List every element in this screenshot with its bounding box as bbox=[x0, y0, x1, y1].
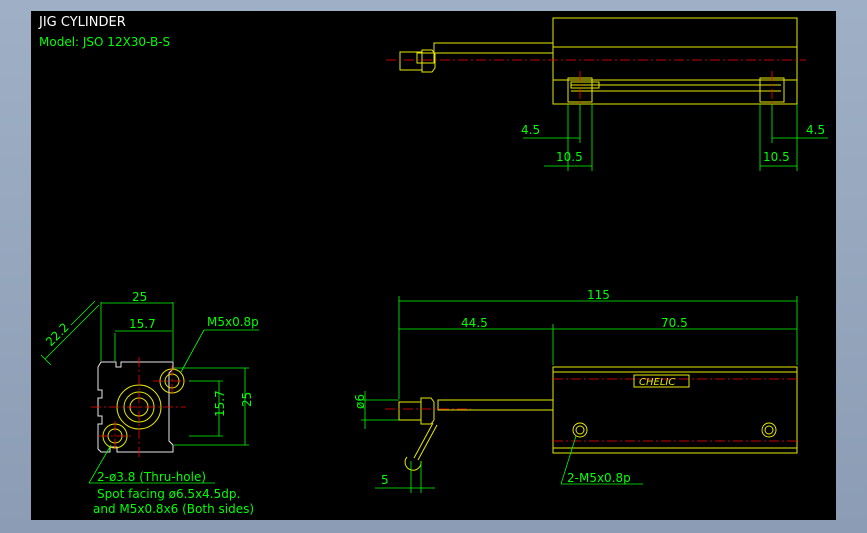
dim-top-left-b: 10.5 bbox=[556, 150, 583, 164]
dim-end-inner: 15.7 bbox=[129, 317, 156, 331]
dim-top-right-b: 10.5 bbox=[763, 150, 790, 164]
front-brand-label: CHELIC bbox=[639, 377, 675, 388]
front-port-left bbox=[572, 422, 588, 438]
dim-front-rod: 44.5 bbox=[461, 316, 488, 330]
model-label: Model: JSO 12X30-B-S bbox=[39, 35, 170, 49]
dim-top-left-a: 4.5 bbox=[521, 123, 540, 137]
end-view: 25 15.7 22.2 15.7 25 M5x0.8p 2-ø3.8 (Thr… bbox=[40, 290, 259, 516]
end-note-line2: Spot facing ø6.5x4.5dp. bbox=[97, 487, 240, 501]
drawing-title: JIG CYLINDER bbox=[38, 15, 126, 30]
dim-top-right-a: 4.5 bbox=[806, 123, 825, 137]
dim-front-small: 5 bbox=[381, 473, 389, 487]
front-view: CHELIC 115 44.5 70.5 ø6 5 2-M5x0.8p bbox=[353, 288, 798, 493]
top-view-body bbox=[552, 17, 798, 105]
top-view: 4.5 10.5 4.5 10.5 bbox=[386, 17, 828, 171]
top-view-rod bbox=[433, 42, 554, 54]
dim-front-body: 70.5 bbox=[661, 316, 688, 330]
front-port-right bbox=[761, 422, 777, 438]
top-view-nut bbox=[421, 49, 436, 73]
cad-drawing: JIG CYLINDER Model: JSO 12X30-B-S 4.5 10… bbox=[38, 15, 828, 516]
dim-end-vert-inner: 15.7 bbox=[213, 390, 227, 417]
end-note-line1: 2-ø3.8 (Thru-hole) bbox=[97, 470, 206, 484]
end-note-line3: and M5x0.8x6 (Both sides) bbox=[93, 502, 254, 516]
front-view-wrench bbox=[413, 422, 434, 459]
front-brand-plate bbox=[633, 374, 690, 388]
dim-front-total: 115 bbox=[587, 288, 610, 302]
end-port-label: M5x0.8p bbox=[207, 315, 259, 329]
top-view-rod-end bbox=[399, 51, 423, 71]
front-view-rod-end bbox=[398, 401, 422, 421]
front-port-label: 2-M5x0.8p bbox=[567, 471, 631, 485]
dim-front-dia: ø6 bbox=[353, 394, 367, 409]
dim-end-vert: 25 bbox=[240, 392, 254, 407]
drawing-canvas: JIG CYLINDER Model: JSO 12X30-B-S 4.5 10… bbox=[31, 11, 836, 520]
front-view-rod bbox=[437, 399, 554, 411]
dim-end-top: 25 bbox=[132, 290, 147, 304]
dim-end-diag: 22.2 bbox=[43, 320, 72, 349]
front-view-nut bbox=[420, 397, 435, 425]
